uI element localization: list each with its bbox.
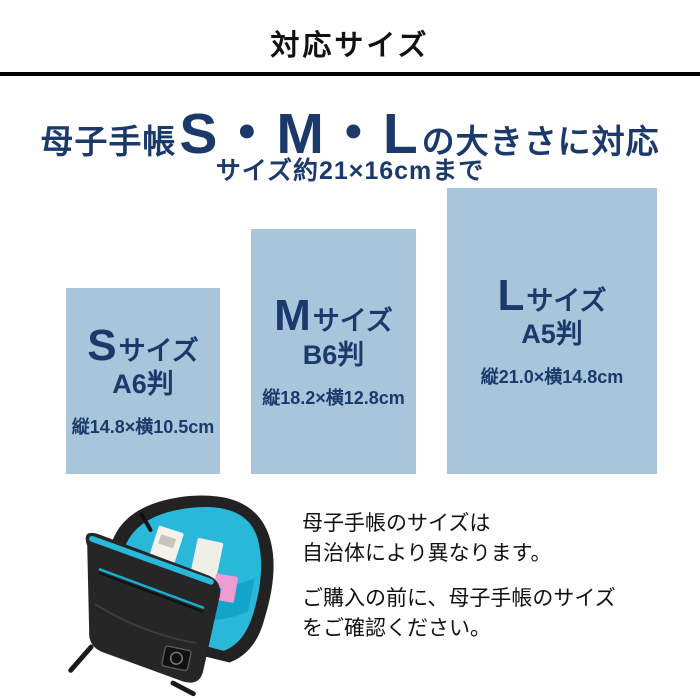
disclaimer-paragraph-2: ご購入の前に、母子手帳のサイズ をご確認ください。 <box>302 584 682 644</box>
size-letter: M <box>274 291 311 341</box>
paper-format: A5判 <box>521 319 583 350</box>
paper-format: B6判 <box>302 339 365 370</box>
size-box-s-title: S サイズ <box>87 320 199 370</box>
size-disclaimer: 母子手帳のサイズは 自治体により異なります。 ご購入の前に、母子手帳のサイズ を… <box>302 509 682 644</box>
disclaimer-line: ご購入の前に、母子手帳のサイズ <box>302 587 616 610</box>
hero-title: 母子手帳 S・M・L の大きさに対応 <box>0 88 700 170</box>
size-letter: L <box>497 270 525 320</box>
paper-dimensions: 縦21.0×横14.8cm <box>480 367 624 388</box>
disclaimer-line: 自治体により異なります。 <box>302 542 552 565</box>
paper-format: A6判 <box>112 369 174 400</box>
size-box-l-title: L サイズ <box>497 270 607 320</box>
size-box-s: S サイズ A6判 縦14.8×横10.5cm <box>66 288 220 474</box>
size-kana: サイズ <box>526 285 607 316</box>
disclaimer-line: をご確認ください。 <box>302 617 491 640</box>
size-box-m: M サイズ B6判 縦18.2×横12.8cm <box>251 229 416 474</box>
size-kana: サイズ <box>118 335 199 366</box>
hero-title-suffix: の大きさに対応 <box>421 123 660 160</box>
disclaimer-paragraph-1: 母子手帳のサイズは 自治体により異なります。 <box>302 509 682 569</box>
header-divider <box>0 72 700 76</box>
hero-title-prefix: 母子手帳 <box>40 123 177 160</box>
product-photo-case <box>58 480 282 700</box>
hero-subtitle: サイズ約21×16cmまで <box>215 157 485 185</box>
size-box-l: L サイズ A5判 縦21.0×横14.8cm <box>447 188 657 474</box>
hero-title-sizes: S・M・L <box>179 102 419 166</box>
size-box-m-title: M サイズ <box>274 293 393 339</box>
paper-dimensions: 縦18.2×横12.8cm <box>262 387 405 408</box>
disclaimer-line: 母子手帳のサイズは <box>302 512 491 535</box>
size-letter: S <box>87 320 117 370</box>
paper-dimensions: 縦14.8×横10.5cm <box>71 417 215 438</box>
section-title: 対応サイズ <box>270 30 430 62</box>
size-kana: サイズ <box>312 306 393 337</box>
case-illustration <box>68 495 274 697</box>
